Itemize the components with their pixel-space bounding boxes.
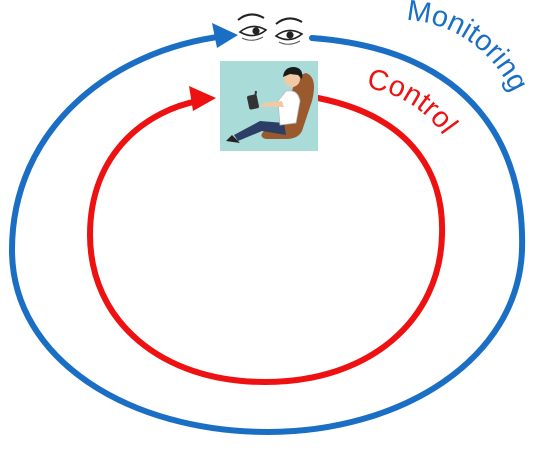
monitoring-loop [8, 23, 526, 436]
driver-head [284, 71, 300, 87]
control-label: Control [364, 63, 463, 140]
monitoring-label: Monitoring [405, 0, 534, 96]
monitoring-loop-path [8, 33, 526, 436]
driver-hair [283, 67, 303, 79]
monitoring-arrowhead [212, 23, 238, 48]
eyes-icon [237, 13, 304, 45]
right-eye [274, 17, 304, 45]
driver-icon [220, 61, 318, 151]
left-eye [237, 13, 268, 41]
driver-torso [277, 90, 301, 126]
monitoring-label-path: Monitoring [405, 0, 534, 96]
control-loop-path [86, 95, 446, 386]
control-label-path: Control [364, 63, 463, 140]
seat [261, 73, 314, 139]
driver-legs [234, 121, 286, 141]
control-loop [86, 86, 446, 386]
control-arrowhead [189, 86, 216, 111]
